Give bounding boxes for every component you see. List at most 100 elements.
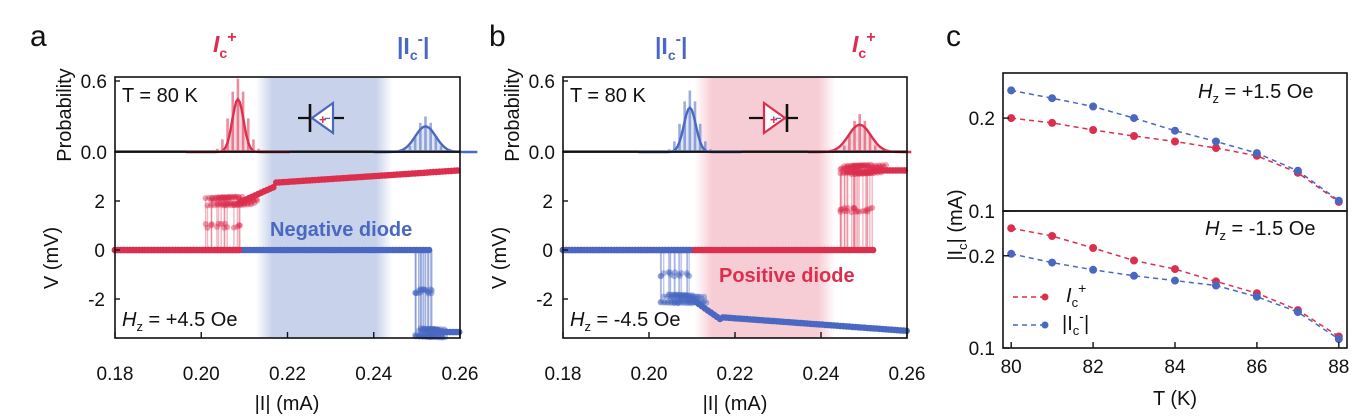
sweep-point xyxy=(235,194,242,200)
sweep-point xyxy=(235,194,242,201)
sweep-point xyxy=(228,202,235,209)
sweep-point xyxy=(218,197,225,204)
sweep-point xyxy=(667,293,674,300)
sweep-point xyxy=(665,299,672,306)
sweep-point xyxy=(668,299,675,306)
sweep-point xyxy=(215,194,222,201)
sweep-point xyxy=(674,299,681,306)
sweep-point xyxy=(228,194,235,201)
ic-minus-hist-bar xyxy=(419,122,422,152)
bottom-data-point xyxy=(1130,256,1138,265)
sweep-point xyxy=(842,165,848,171)
sweep-point xyxy=(676,273,683,279)
sweep-trace xyxy=(852,164,871,250)
y-tick-label: 0.2 xyxy=(969,247,995,268)
sweep-point xyxy=(844,169,850,175)
ic-minus-hist-fit-fill xyxy=(638,107,742,152)
bottom-data-point xyxy=(1089,265,1098,274)
sweep-point xyxy=(224,224,231,230)
sweep-point xyxy=(854,163,861,170)
sweep-point xyxy=(695,293,702,300)
ic-plus-hist-fit-fill xyxy=(808,124,912,152)
sweep-point xyxy=(681,293,688,300)
sweep-point xyxy=(225,193,232,200)
y-tick-label: 0.6 xyxy=(81,72,107,93)
sweep-point xyxy=(837,208,844,215)
sweep-point xyxy=(841,205,848,212)
sweep-point xyxy=(412,289,419,296)
sweep-point xyxy=(228,194,235,201)
panel-b-field: Hz = -4.5 Oe xyxy=(570,309,680,334)
sweep-point xyxy=(224,202,231,209)
svg-text:|Ic-|: |Ic-| xyxy=(1062,308,1089,338)
y-tick-label: -2 xyxy=(536,290,553,311)
sweep-point xyxy=(861,162,868,169)
sweep-point xyxy=(670,292,677,298)
sweep-point xyxy=(850,162,857,169)
sweep-point xyxy=(848,163,855,170)
resistive-branch-point xyxy=(270,184,277,191)
sweep-point xyxy=(423,326,430,333)
sweep-point xyxy=(229,193,236,200)
sweep-point xyxy=(222,194,229,201)
sweep-point xyxy=(855,168,862,175)
sweep-trace xyxy=(855,172,870,250)
sweep-point xyxy=(202,195,209,202)
sweep-point xyxy=(863,169,870,175)
sweep-point xyxy=(674,300,681,307)
panel-b-title-ic-plus: Ic+ xyxy=(852,29,876,61)
sweep-trace xyxy=(673,250,692,305)
sweep-point xyxy=(232,194,239,201)
sweep-point xyxy=(683,270,690,276)
negative-diode-icon: + − xyxy=(298,100,344,136)
sweep-point xyxy=(422,287,429,293)
sweep-trace xyxy=(871,164,887,250)
sweep-point xyxy=(679,291,685,298)
bottom-data-point xyxy=(1048,258,1057,267)
sweep-point xyxy=(221,201,228,208)
sweep-point xyxy=(219,194,226,201)
sweep-trace xyxy=(415,250,430,338)
sweep-point xyxy=(208,222,215,229)
ic-minus-hist-bar xyxy=(667,149,671,152)
sweep-point xyxy=(671,299,678,306)
sweep-point xyxy=(222,194,229,201)
sweep-point xyxy=(678,293,685,300)
sweep-point xyxy=(854,165,861,172)
sweep-point xyxy=(425,288,432,295)
sweep-point xyxy=(213,223,220,230)
top-data-point xyxy=(1007,114,1016,123)
sweep-point xyxy=(219,194,226,201)
sweep-point xyxy=(230,224,237,231)
sweep-trace xyxy=(224,196,243,250)
panel-a-diode-label: Negative diode xyxy=(270,219,412,241)
sweep-point xyxy=(209,194,216,201)
ic-plus-hist-bar xyxy=(246,118,250,152)
sweep-point xyxy=(671,300,678,306)
sweep-point xyxy=(208,221,215,228)
sweep-point xyxy=(701,293,708,300)
ic-minus-hist-bar xyxy=(673,141,676,152)
bottom-data-point xyxy=(1252,292,1261,301)
sweep-point xyxy=(674,294,681,301)
sweep-point xyxy=(859,208,866,215)
sweep-point xyxy=(422,328,429,335)
sweep-point xyxy=(672,269,679,276)
sweep-point xyxy=(848,171,855,178)
sweep-point xyxy=(418,289,424,296)
sweep-point xyxy=(862,168,869,175)
sweep-point xyxy=(844,166,851,173)
sweep-trace xyxy=(216,202,235,250)
sweep-point xyxy=(850,168,857,175)
top-data-point xyxy=(1334,196,1343,205)
sweep-point xyxy=(864,161,871,168)
sweep-point xyxy=(840,170,847,177)
sweep-point xyxy=(701,297,708,304)
sweep-point xyxy=(844,163,851,169)
sweep-trace xyxy=(210,196,230,250)
sweep-point xyxy=(218,194,225,201)
sweep-point xyxy=(202,221,209,227)
sweep-point xyxy=(678,299,685,306)
sweep-point xyxy=(847,168,854,175)
sweep-point xyxy=(857,162,864,169)
